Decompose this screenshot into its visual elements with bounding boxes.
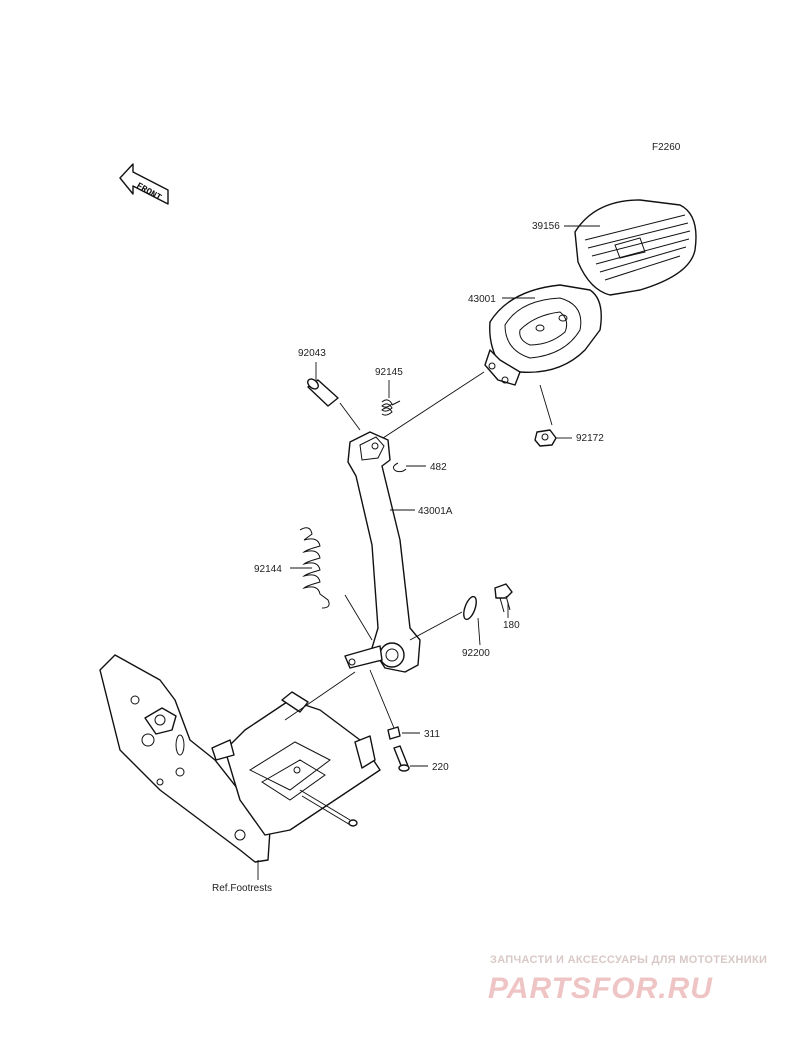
clip-482 — [392, 462, 407, 473]
leader-collar-to-arm — [369, 669, 395, 729]
spring-92145 — [381, 399, 401, 416]
figure-code: F2260 — [652, 142, 681, 153]
label-92200: 92200 — [462, 648, 490, 659]
bolt-220 — [393, 745, 410, 772]
footrest-bracket — [99, 654, 381, 863]
label-311: 311 — [424, 729, 440, 740]
label-ref-footrests: Ref.Footrests — [212, 883, 272, 894]
watermark-tagline: ЗАПЧАСТИ И АКСЕССУАРЫ ДЛЯ МОТОТЕХНИКИ — [490, 954, 767, 966]
leader-92200 — [477, 617, 481, 646]
pedal-rubber-pad — [574, 199, 697, 296]
return-spring-92144 — [299, 527, 330, 609]
pedal-lever-arm — [344, 431, 421, 673]
leader-92172-a — [539, 384, 553, 426]
leader-plate-to-lever — [379, 371, 485, 441]
label-39156: 39156 — [532, 221, 560, 232]
bolt-180 — [494, 583, 513, 613]
label-92172: 92172 — [576, 433, 604, 444]
pedal-plate — [484, 284, 602, 386]
leader-pin-to-lever — [339, 402, 361, 431]
washer-92200 — [463, 595, 477, 621]
label-92144: 92144 — [254, 564, 282, 575]
collar-311 — [387, 726, 401, 740]
label-92145: 92145 — [375, 367, 403, 378]
label-220: 220 — [432, 762, 449, 773]
front-arrow-icon: FRONT — [119, 163, 169, 205]
leader-bracket-to-arm — [284, 671, 356, 721]
leader-washer-to-arm — [409, 611, 463, 641]
label-180: 180 — [503, 620, 520, 631]
label-43001: 43001 — [468, 294, 496, 305]
pin-92043 — [307, 378, 339, 407]
label-43001A: 43001A — [418, 506, 453, 517]
label-482: 482 — [430, 462, 447, 473]
watermark-logo: PARTSFOR.RU — [488, 972, 713, 1005]
leader-spring-to-arm — [344, 594, 373, 641]
nut-92172 — [534, 429, 557, 447]
label-92043: 92043 — [298, 348, 326, 359]
